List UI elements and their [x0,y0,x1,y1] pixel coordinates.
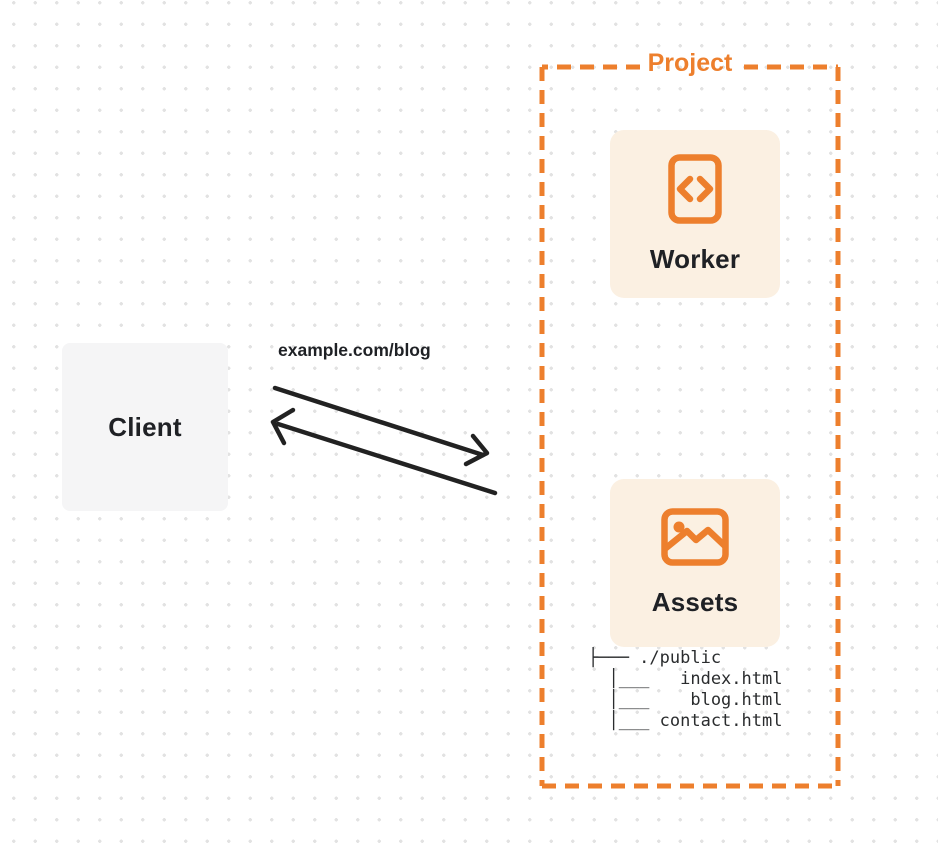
arrowhead-right [463,433,490,467]
project-label: Project [647,49,733,77]
response-arrow [270,407,498,496]
image-icon [661,508,729,566]
code-file-icon [668,153,722,224]
worker-node: Worker [610,130,780,298]
client-node: Client [62,343,228,511]
client-label: Client [108,411,182,442]
request-url-label: example.com/blog [278,340,431,360]
assets-label: Assets [651,587,739,617]
assets-node: Assets [610,479,780,647]
worker-label: Worker [649,243,741,274]
file-tree: ├─── ./public │___ index.html │___ blog.… [588,648,783,731]
arrowhead-left [270,407,296,446]
request-arrow [272,385,490,467]
